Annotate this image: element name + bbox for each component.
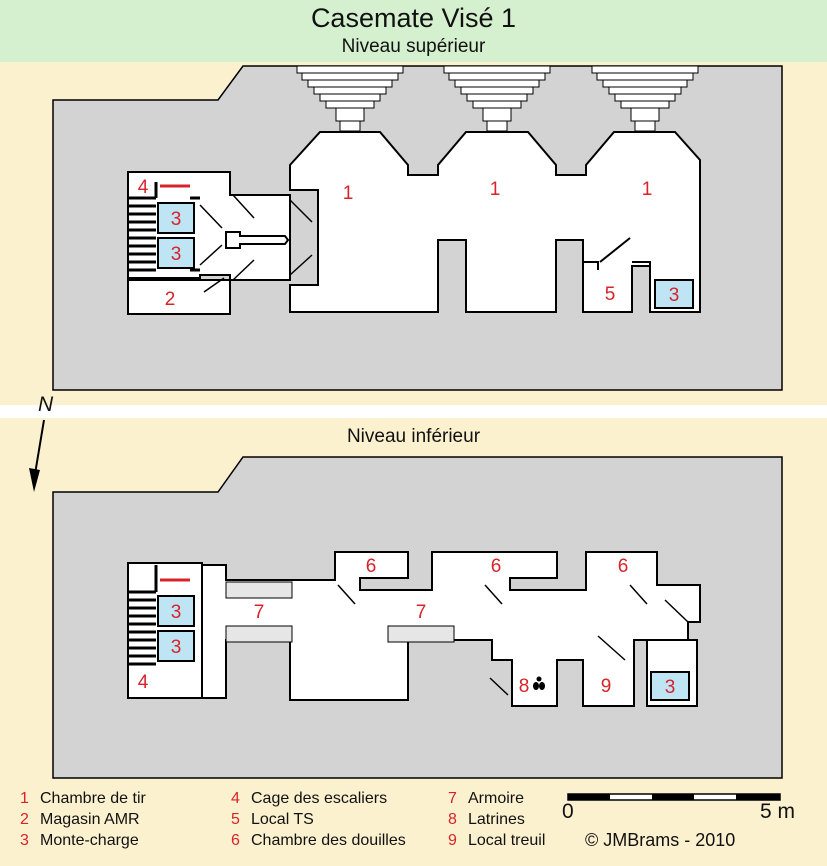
lower-room-label-4: 4 (138, 672, 149, 693)
upper-partitions (583, 237, 651, 270)
lower-lift-2 (157, 630, 195, 662)
legend-item-5: 5 Local TS (231, 811, 314, 829)
lower-lift-3 (650, 671, 690, 701)
upper-doors (199, 194, 313, 293)
upper-lift-3 (654, 279, 694, 309)
north-label: N (38, 393, 54, 416)
legend-number: 8 (448, 811, 457, 828)
latrines-icon (533, 676, 545, 690)
legend-text: Monte-charge (40, 832, 139, 849)
lower-room-label-3: 3 (171, 637, 182, 658)
upper-room-label-4: 4 (138, 177, 149, 198)
upper-room-label-1: 1 (642, 179, 653, 200)
upper-room-label-2: 2 (165, 289, 176, 310)
title-band (0, 0, 827, 62)
legend-number: 3 (20, 832, 29, 849)
lower-room-label-3: 3 (171, 602, 182, 623)
lower-room-label-7: 7 (416, 602, 427, 623)
lower-room-label-8: 8 (519, 676, 530, 697)
upper-room-label-3: 3 (171, 209, 182, 230)
lower-doors (337, 584, 689, 696)
lower-armoire-1 (225, 581, 293, 599)
legend-number: 2 (20, 811, 29, 828)
upper-level-plan: 1 1 1 2 3 3 3 4 5 (52, 65, 783, 391)
legend-number: 7 (448, 790, 457, 807)
legend-item-7: 7 Armoire (448, 790, 524, 808)
legend-item-4: 4 Cage des escaliers (231, 790, 387, 808)
page-title: Casemate Visé 1 (310, 3, 517, 33)
upper-stairs (128, 182, 200, 272)
upper-room-label-3: 3 (171, 244, 182, 265)
legend-number: 4 (231, 790, 240, 807)
upper-room-label-5: 5 (605, 284, 616, 305)
legend-text: Magasin AMR (40, 811, 140, 828)
lower-room-label-6: 6 (618, 556, 629, 577)
lower-lift-1 (157, 595, 195, 627)
lower-armoire-2 (225, 625, 293, 643)
upper-central-pillar (225, 231, 290, 249)
legend-text: Local treuil (468, 832, 546, 849)
legend-number: 5 (231, 811, 240, 828)
upper-level-title: Niveau supérieur (341, 36, 486, 57)
copyright-text: © JMBrams - 2010 (585, 830, 736, 850)
lower-stairs (128, 565, 158, 666)
lower-room-label-3: 3 (665, 677, 676, 698)
legend-text: Local TS (251, 811, 314, 828)
legend-text: Chambre des douilles (251, 832, 406, 849)
legend-item-9: 9 Local treuil (448, 832, 545, 850)
upper-lift-1 (157, 202, 195, 234)
lower-room-label-6: 6 (366, 556, 377, 577)
level-separator (0, 405, 827, 418)
legend-number: 1 (20, 790, 29, 807)
lower-level-title: Niveau inférieur (346, 426, 481, 447)
north-arrow-icon (29, 419, 45, 492)
scale-bar (567, 793, 781, 801)
upper-room-label-1: 1 (343, 183, 354, 204)
legend-item-8: 8 Latrines (448, 811, 525, 829)
legend-item-3: 3 Monte-charge (20, 832, 139, 850)
legend-item-6: 6 Chambre des douilles (231, 832, 406, 850)
upper-embrasures (296, 65, 699, 132)
legend-number: 9 (448, 832, 457, 849)
legend-text: Cage des escaliers (251, 790, 388, 807)
legend-text: Latrines (468, 811, 525, 828)
legend-text: Chambre de tir (40, 790, 146, 807)
lower-room-label-6: 6 (491, 556, 502, 577)
legend-text: Armoire (468, 790, 525, 807)
lower-room-label-7: 7 (254, 602, 265, 623)
upper-room-label-3: 3 (669, 285, 680, 306)
scale-end-label: 5 m (760, 800, 796, 823)
lower-level-plan: 4 3 3 3 6 6 6 7 7 8 9 (52, 456, 783, 779)
lower-armoire-3 (387, 625, 455, 643)
scale-start-label: 0 (562, 800, 574, 823)
legend-item-2: 2 Magasin AMR (20, 811, 140, 829)
legend-number: 6 (231, 832, 240, 849)
upper-lift-2 (157, 237, 195, 269)
legend-item-1: 1 Chambre de tir (20, 790, 146, 808)
lower-room-label-9: 9 (601, 676, 612, 697)
upper-room-label-1: 1 (490, 179, 501, 200)
